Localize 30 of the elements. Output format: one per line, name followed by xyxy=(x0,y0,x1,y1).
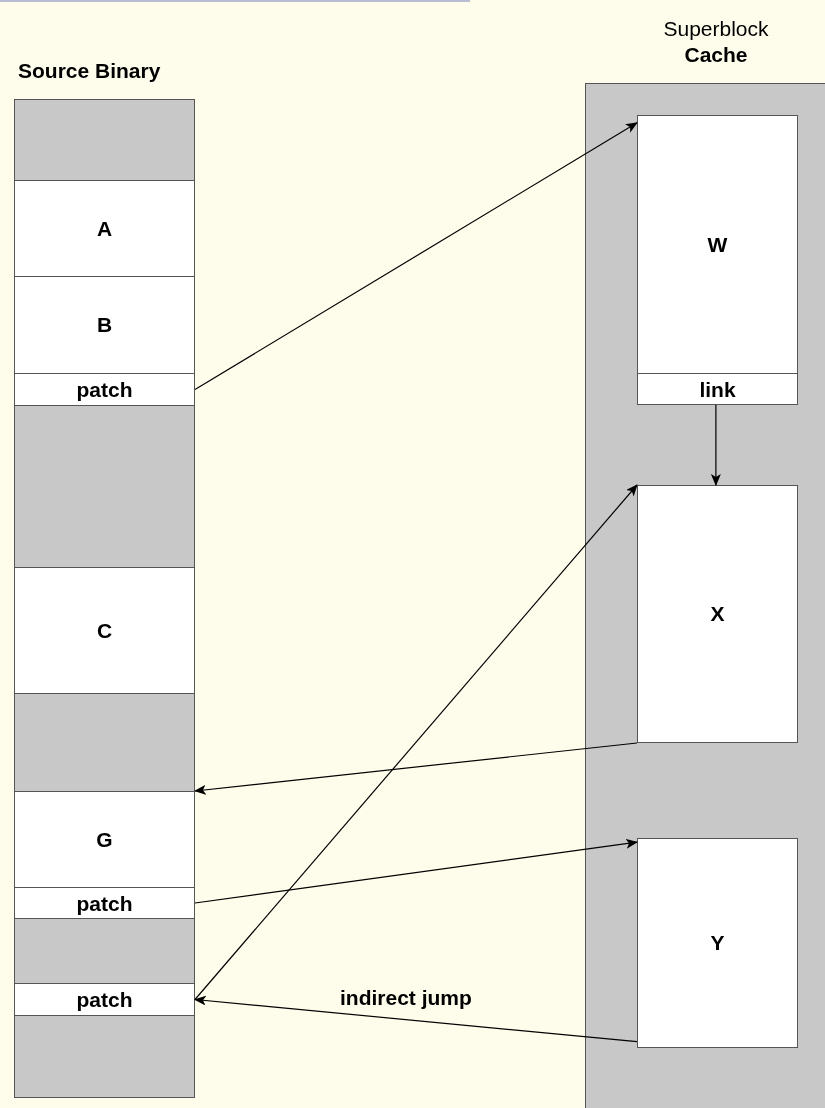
code-block xyxy=(14,276,195,374)
arrow xyxy=(194,484,638,1001)
block-label: patch xyxy=(76,379,133,400)
block-label: A xyxy=(96,216,113,241)
block-label: link xyxy=(699,378,736,400)
block-label: X xyxy=(710,602,725,626)
code-block xyxy=(14,567,195,694)
arrow xyxy=(194,122,638,391)
code-block xyxy=(14,180,195,277)
code-block xyxy=(637,838,798,1048)
block-label: C xyxy=(96,618,113,643)
column-heading: Source Binary xyxy=(18,59,161,83)
patch-block xyxy=(14,373,195,406)
arrow xyxy=(710,404,721,486)
patch-block xyxy=(14,983,195,1016)
code-block xyxy=(14,791,195,888)
arrow xyxy=(194,838,638,904)
block-label: patch xyxy=(76,892,133,914)
arrow xyxy=(194,995,638,1043)
code-block xyxy=(637,485,798,743)
block-label: patch xyxy=(76,989,133,1010)
column-heading: Superblock Cache xyxy=(662,16,770,69)
block-label: G xyxy=(96,827,113,852)
patch-block xyxy=(14,887,195,919)
arrow xyxy=(194,742,638,795)
block-label: Y xyxy=(710,931,725,955)
code-block xyxy=(637,115,798,374)
block-label: W xyxy=(707,232,728,257)
patch-block xyxy=(637,373,798,405)
block-label: B xyxy=(96,313,113,337)
